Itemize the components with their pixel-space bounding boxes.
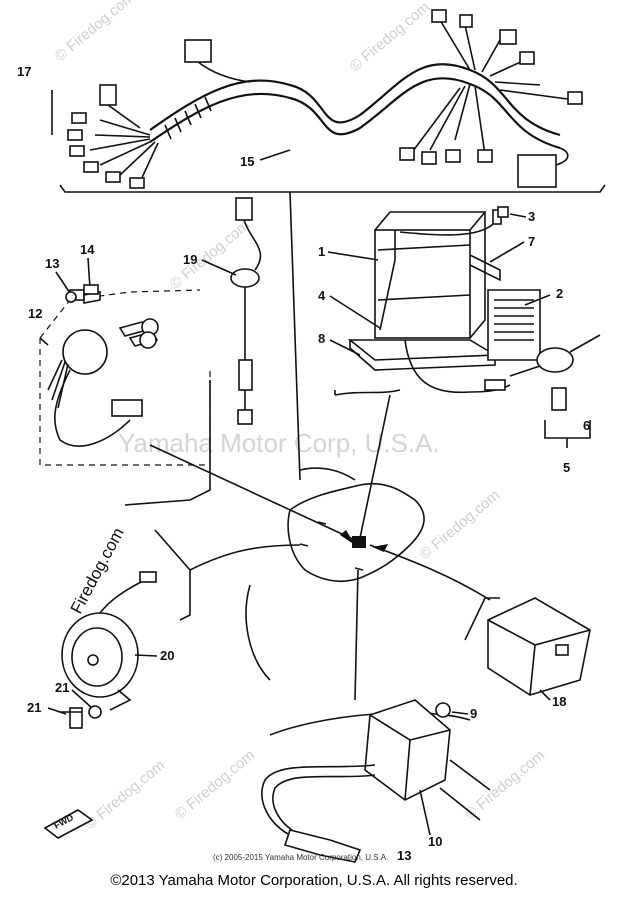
connector-block — [517, 154, 557, 188]
horn-assembly — [60, 571, 157, 729]
connector — [459, 14, 473, 28]
battery-tray — [347, 339, 498, 361]
connector — [421, 151, 437, 165]
callout-8: 8 — [318, 331, 325, 346]
callout-13: 14 — [80, 242, 95, 257]
connector — [99, 84, 117, 106]
watermark-firedog: © Firedog.com — [417, 487, 503, 563]
callout-12: 12 — [28, 306, 42, 321]
watermark-firedog: © Firedog.com — [172, 747, 258, 823]
callout-21: 21 — [55, 680, 69, 695]
callout-20: 21 — [27, 700, 41, 715]
callout-14: 13 — [45, 256, 59, 271]
connector — [399, 147, 415, 161]
watermark-firedog: © Firedog.com — [347, 0, 433, 75]
watermark-center: Yamaha Motor Corp, U.S.A. — [118, 428, 440, 458]
connector — [477, 149, 493, 163]
connector — [67, 129, 83, 141]
callout-4: 4 — [318, 288, 326, 303]
connector — [431, 9, 447, 23]
connector — [129, 177, 145, 189]
callout-15: 15 — [240, 154, 254, 169]
main-switch-assembly — [39, 289, 211, 466]
connector — [519, 51, 535, 65]
watermark-firedog: © Firedog.com — [52, 0, 138, 65]
connector — [83, 161, 99, 173]
connector — [71, 112, 87, 124]
callout-1: 1 — [318, 244, 325, 259]
callout-14b: 13 — [397, 848, 411, 863]
watermark-firedog: © Firedog.com — [82, 757, 168, 833]
watermark-firedog-dark: Firedog.com — [67, 525, 128, 617]
leader-lines — [124, 380, 500, 736]
flasher-relay — [487, 597, 591, 696]
connector — [69, 145, 85, 157]
callout-19: 20 — [160, 648, 174, 663]
callout-3: 3 — [528, 209, 535, 224]
battery-assembly — [334, 206, 601, 448]
callouts: 17 15 1 2 3 4 7 8 6 5 19 13 14 12 20 21 … — [17, 64, 590, 863]
callout-6: 6 — [583, 418, 590, 433]
callout-16: 19 — [183, 252, 197, 267]
wire-harness — [59, 9, 606, 481]
fuse-holder — [230, 197, 262, 425]
connector — [567, 91, 583, 105]
mount-point — [352, 536, 366, 548]
connector — [184, 39, 212, 63]
ignition-coil-assembly — [261, 699, 491, 863]
connector — [445, 149, 461, 163]
inner-copyright: (c) 2005-2015 Yamaha Motor Corporation, … — [213, 853, 388, 862]
callout-5: 5 — [563, 460, 570, 475]
fwd-indicator: FWD — [43, 809, 94, 839]
connector — [105, 171, 121, 183]
callout-18: 18 — [552, 694, 566, 709]
callout-7: 7 — [528, 234, 535, 249]
callout-10: 10 — [428, 834, 442, 849]
connector — [499, 29, 517, 45]
frame-outline — [245, 467, 425, 681]
watermark-firedog: © Firedog.com — [462, 747, 548, 823]
callout-9: 9 — [470, 706, 477, 721]
copyright-footer: ©2013 Yamaha Motor Corporation, U.S.A. A… — [110, 872, 518, 889]
callout-2: 2 — [556, 286, 563, 301]
bolt — [497, 206, 509, 218]
callout-17: 17 — [17, 64, 31, 79]
